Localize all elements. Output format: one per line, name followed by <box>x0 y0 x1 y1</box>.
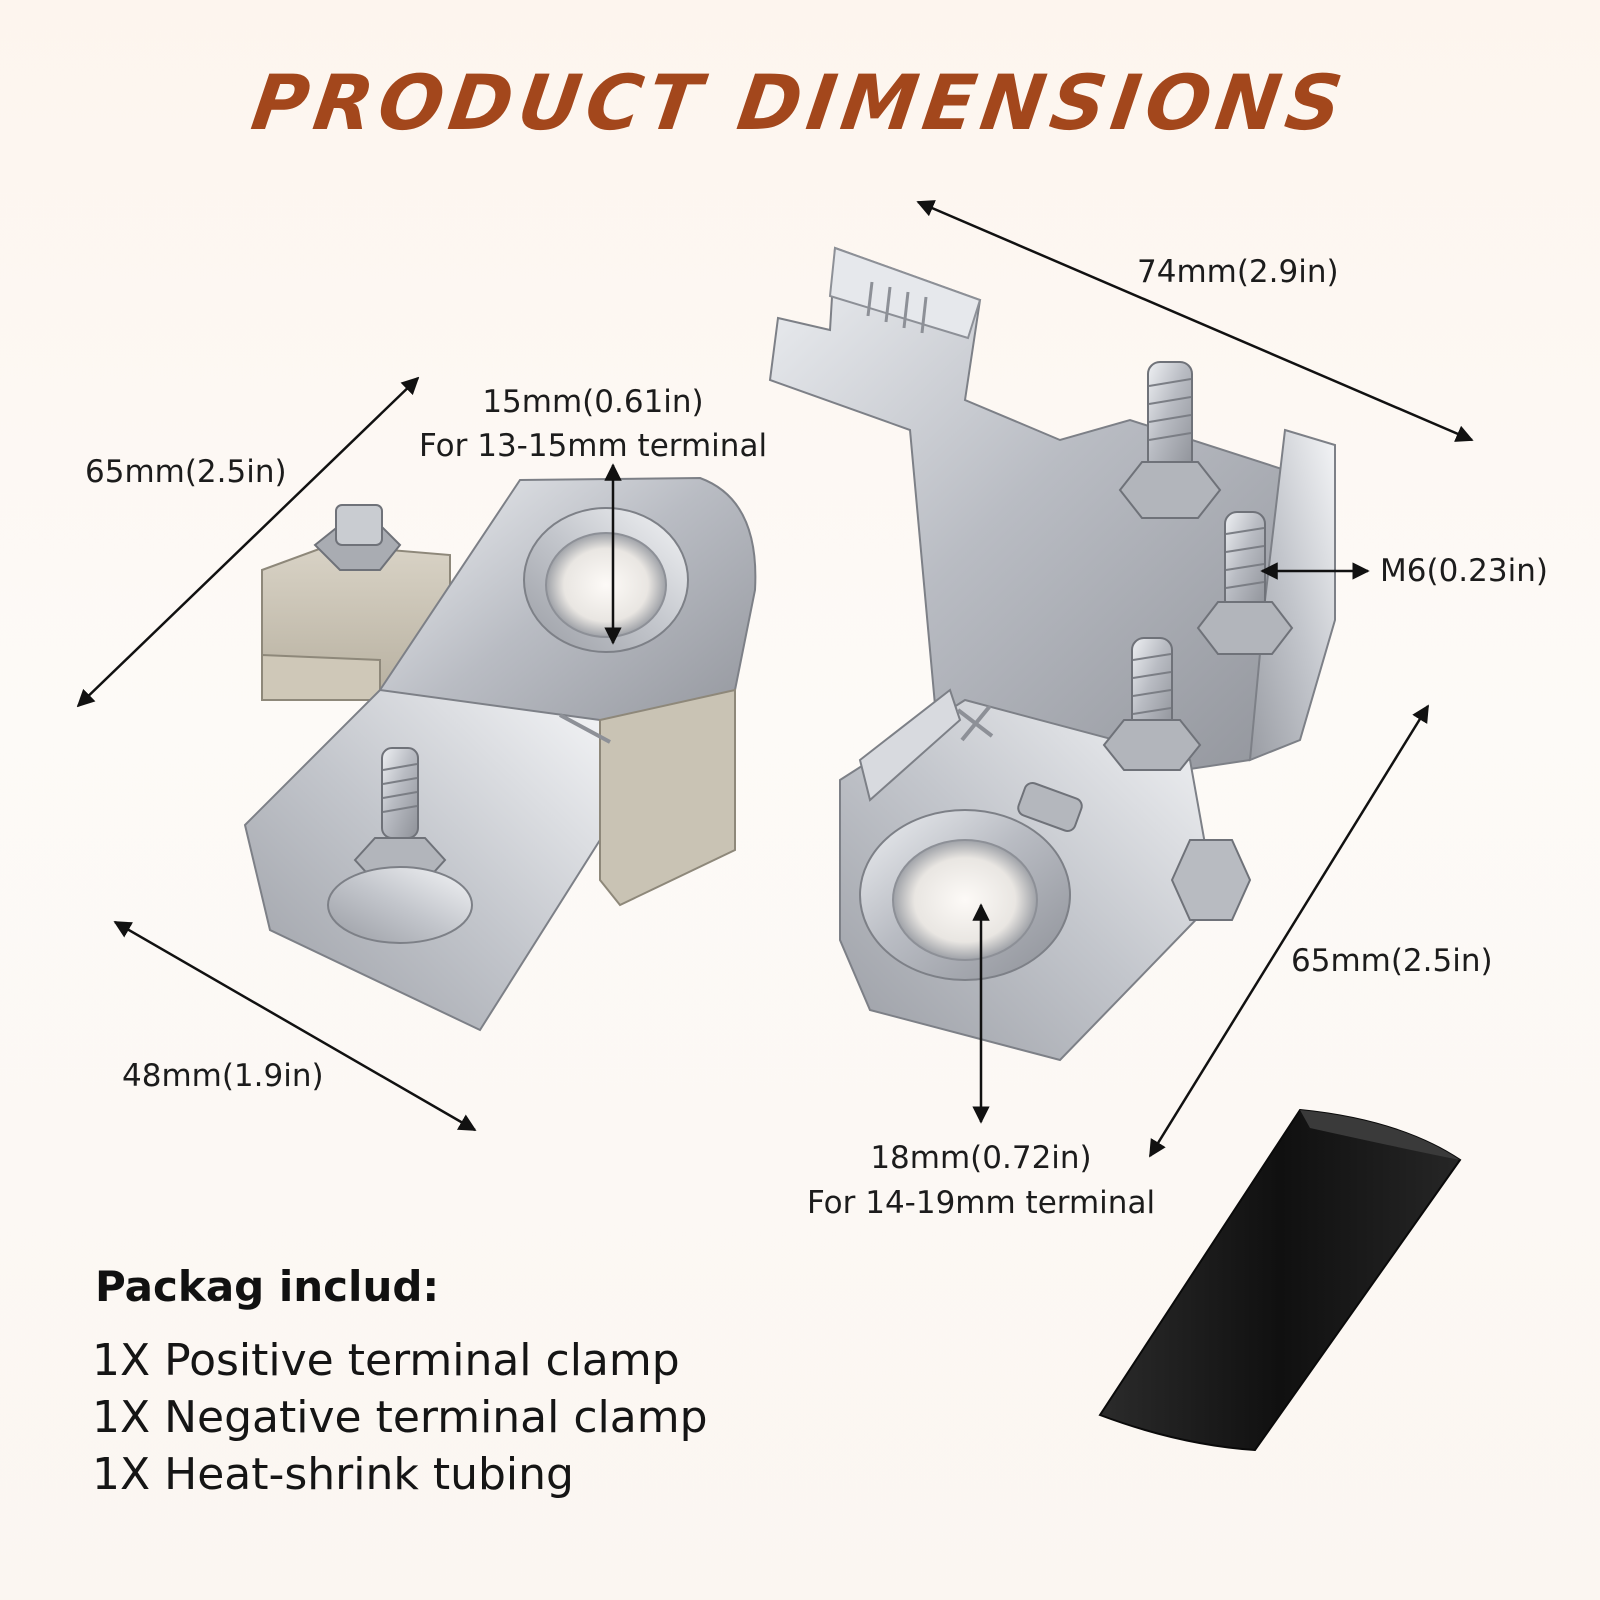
package-list: 1X Positive terminal clamp 1X Negative t… <box>92 1332 708 1503</box>
pos-length-label: 74mm(2.9in) <box>1137 254 1339 290</box>
pos-hole-label: 18mm(0.72in) <box>870 1140 1092 1176</box>
neg-width-arrow <box>113 920 477 1132</box>
neg-hole-label: 15mm(0.61in) <box>482 384 704 420</box>
package-item-positive-clamp: 1X Positive terminal clamp <box>92 1335 680 1386</box>
package-item-negative-clamp: 1X Negative terminal clamp <box>92 1392 708 1443</box>
pos-width-arrow <box>1148 704 1430 1158</box>
neg-width-label: 48mm(1.9in) <box>122 1058 324 1094</box>
dimension-lines <box>76 200 1474 1158</box>
neg-length-label: 65mm(2.5in) <box>85 454 287 490</box>
package-heading: Packag includ: <box>95 1262 440 1311</box>
package-item-heat-shrink: 1X Heat-shrink tubing <box>92 1449 574 1500</box>
pos-hole-note: For 14-19mm terminal <box>806 1185 1156 1221</box>
pos-width-label: 65mm(2.5in) <box>1291 943 1493 979</box>
heat-shrink-tubing <box>1098 1108 1462 1452</box>
negative-terminal-clamp: − <box>243 476 757 1032</box>
neg-length-arrow <box>76 376 420 708</box>
pos-bolt-label: M6(0.23in) <box>1380 553 1548 589</box>
positive-terminal-clamp: + <box>768 246 1337 1062</box>
pos-length-arrow <box>916 200 1474 442</box>
neg-hole-note: For 13-15mm terminal <box>418 428 768 464</box>
